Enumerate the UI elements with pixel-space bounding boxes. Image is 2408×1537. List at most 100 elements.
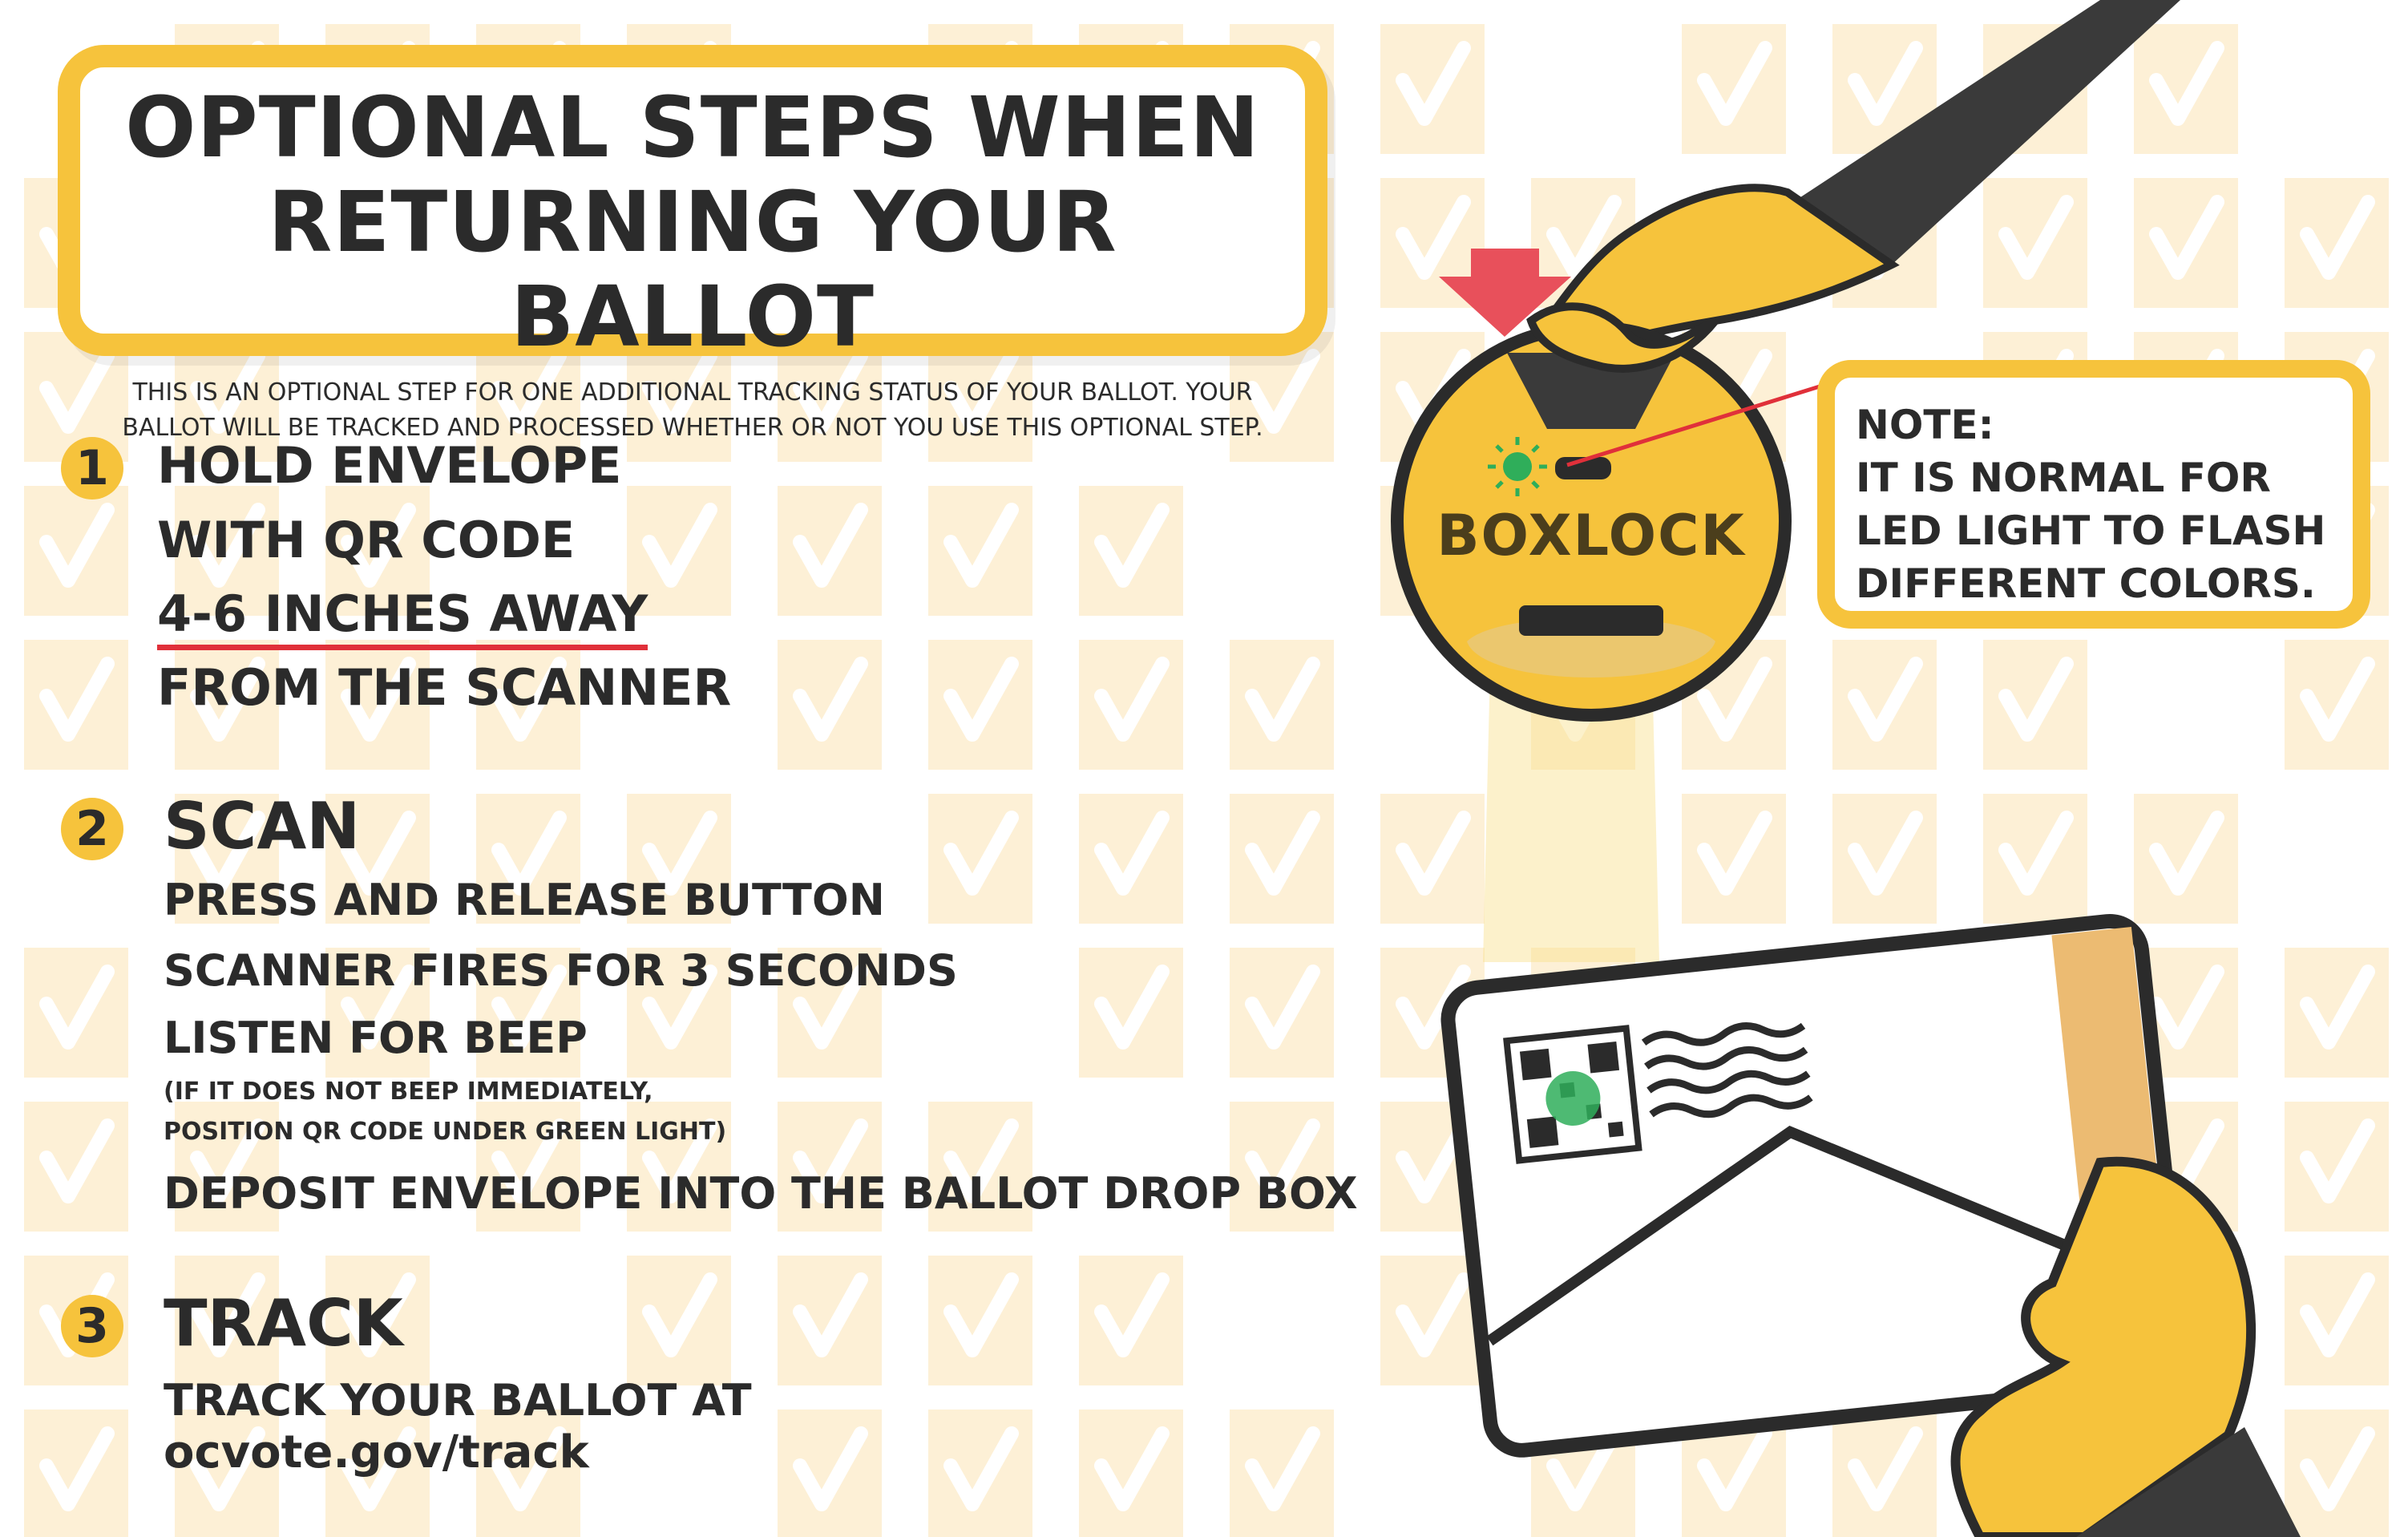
checkmark-tile xyxy=(778,1256,882,1385)
checkmark-tile xyxy=(1983,948,2087,1078)
note-line-2: IT IS NORMAL FOR xyxy=(1856,455,2271,501)
checkmark-tile xyxy=(1983,1410,2087,1537)
checkmark-tile xyxy=(1832,948,1937,1078)
track-url-link[interactable]: ocvote.gov/track xyxy=(164,1426,589,1478)
checkmark-tile xyxy=(175,640,279,770)
checkmark-tile xyxy=(2285,1102,2389,1232)
checkmark-tile xyxy=(1983,794,2087,924)
step-3-line-1: TRACK YOUR BALLOT AT xyxy=(164,1375,752,1426)
checkmark-tile xyxy=(1682,24,1786,154)
checkmark-tile xyxy=(325,948,430,1078)
checkmark-tile xyxy=(1682,1102,1786,1232)
note-line-3: LED LIGHT TO FLASH xyxy=(1856,508,2326,554)
checkmark-tile xyxy=(1079,1256,1183,1385)
checkmark-tile xyxy=(1380,332,1485,462)
title-line-1: OPTIONAL STEPS WHEN xyxy=(125,79,1260,176)
checkmark-tile xyxy=(1832,640,1937,770)
checkmark-tile xyxy=(325,1410,430,1537)
checkmark-tile xyxy=(1682,332,1786,462)
step-2-line-1: PRESS AND RELEASE BUTTON xyxy=(164,875,885,925)
checkmark-tile xyxy=(1983,1102,2087,1232)
checkmark-tile xyxy=(1832,24,1937,154)
checkmark-tile xyxy=(1079,794,1183,924)
checkmark-tile xyxy=(1230,794,1334,924)
checkmark-tile xyxy=(1380,948,1485,1078)
checkmark-tile xyxy=(175,794,279,924)
checkmark-tile xyxy=(2134,178,2238,308)
checkmark-tile xyxy=(627,486,731,616)
checkmark-tile xyxy=(325,486,430,616)
checkmark-tile xyxy=(1230,948,1334,1078)
checkmark-tile xyxy=(627,1256,731,1385)
title-box: OPTIONAL STEPS WHEN RETURNING YOUR BALLO… xyxy=(58,45,1327,442)
checkmark-tile xyxy=(175,486,279,616)
checkmark-tile xyxy=(627,948,731,1078)
step-2-number: 2 xyxy=(61,798,123,860)
checkmark-tile xyxy=(778,1410,882,1537)
checkmark-tile xyxy=(1682,640,1786,770)
checkmark-tile xyxy=(928,1256,1032,1385)
title-line-2: RETURNING YOUR BALLOT xyxy=(268,173,1117,366)
checkmark-tile xyxy=(1079,1410,1183,1537)
checkmark-tile xyxy=(476,640,580,770)
checkmark-tile xyxy=(325,640,430,770)
checkmark-tile xyxy=(325,1256,430,1385)
note-line-1: NOTE: xyxy=(1856,402,1994,448)
checkmark-tile xyxy=(1079,948,1183,1078)
step-2-note-1: (IF IT DOES NOT BEEP IMMEDIATELY, xyxy=(164,1078,653,1106)
step-1-line-1: HOLD ENVELOPE xyxy=(157,436,622,495)
checkmark-tile xyxy=(1832,1410,1937,1537)
step-2-line-3: LISTEN FOR BEEP xyxy=(164,1013,588,1063)
checkmark-tile xyxy=(778,948,882,1078)
step-3-heading: TRACK xyxy=(164,1286,403,1361)
checkmark-tile xyxy=(1832,1256,1937,1385)
checkmark-tile xyxy=(1531,1410,1635,1537)
checkmark-tile xyxy=(476,1102,580,1232)
step-2-note-2: POSITION QR CODE UNDER GREEN LIGHT) xyxy=(164,1118,727,1146)
note-box: NOTE: IT IS NORMAL FOR LED LIGHT TO FLAS… xyxy=(1817,360,2370,629)
subtitle-line-1: THIS IS AN OPTIONAL STEP FOR ONE ADDITIO… xyxy=(132,378,1253,406)
checkmark-tile xyxy=(24,486,128,616)
checkmark-tile xyxy=(1531,332,1635,462)
checkmark-tile xyxy=(1230,1102,1334,1232)
checkmark-tile xyxy=(175,1256,279,1385)
subtitle-line-2: BALLOT WILL BE TRACKED AND PROCESSED WHE… xyxy=(122,414,1263,442)
checkmark-tile xyxy=(1531,178,1635,308)
checkmark-tile xyxy=(24,1102,128,1232)
step-1-line-3-underlined: 4-6 INCHES AWAY xyxy=(157,584,648,650)
checkmark-tile xyxy=(2134,1102,2238,1232)
checkmark-tile xyxy=(1983,640,2087,770)
checkmark-tile xyxy=(1380,1256,1485,1385)
step-2-heading: SCAN xyxy=(164,789,361,864)
checkmark-tile xyxy=(1380,178,1485,308)
checkmark-tile xyxy=(778,1102,882,1232)
checkmark-tile xyxy=(627,794,731,924)
checkmark-tile xyxy=(1380,794,1485,924)
checkmark-tile xyxy=(1531,1256,1635,1385)
checkmark-tile xyxy=(2134,794,2238,924)
checkmark-tile xyxy=(1380,1102,1485,1232)
checkmark-tile xyxy=(1531,1102,1635,1232)
checkmark-tile xyxy=(928,1410,1032,1537)
checkmark-tile xyxy=(1531,948,1635,1078)
checkmark-tile xyxy=(778,486,882,616)
checkmark-tile xyxy=(24,640,128,770)
step-2-line-2: SCANNER FIRES FOR 3 SECONDS xyxy=(164,945,958,996)
title-subtitle: THIS IS AN OPTIONAL STEP FOR ONE ADDITIO… xyxy=(80,375,1305,446)
checkmark-tile xyxy=(1079,640,1183,770)
step-3-number: 3 xyxy=(61,1295,123,1357)
checkmark-tile xyxy=(1832,794,1937,924)
checkmark-tile xyxy=(928,794,1032,924)
checkmark-tile xyxy=(1832,178,1937,308)
checkmark-tile xyxy=(2134,24,2238,154)
checkmark-tile xyxy=(778,640,882,770)
checkmark-tile xyxy=(2134,948,2238,1078)
checkmark-tile xyxy=(1682,794,1786,924)
step-1-line-4: FROM THE SCANNER xyxy=(157,658,732,717)
checkmark-tile xyxy=(928,486,1032,616)
checkmark-tile xyxy=(2285,1256,2389,1385)
checkmark-tile xyxy=(2285,1410,2389,1537)
checkmark-tile xyxy=(2285,640,2389,770)
checkmark-tile xyxy=(1230,1410,1334,1537)
